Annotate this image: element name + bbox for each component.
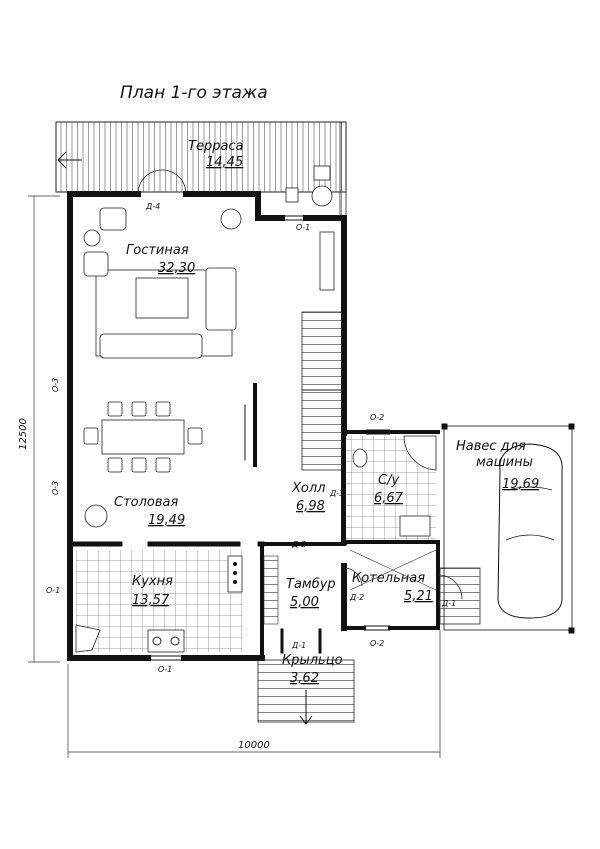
room-name: Котельная [352, 571, 425, 586]
opening-mark-d1a: Д-1 [291, 641, 306, 650]
porch-stairs [257, 567, 481, 725]
opening-marks: Д-4Д-1Д-1Д-2Д-2Д-3О-1О-1О-1О-2О-2О-3О-3 [46, 202, 456, 674]
room-name: Гостиная [126, 243, 189, 258]
room-area: 19,69 [502, 477, 539, 492]
room-area: 14,45 [206, 155, 243, 170]
dining-furniture [83, 401, 203, 528]
kitchen-fixtures [75, 550, 279, 653]
room-area: 5,21 [404, 589, 433, 604]
house-walls [67, 191, 440, 661]
room-area: 3,62 [290, 671, 319, 686]
room-living: Гостиная 32,30 [126, 243, 195, 276]
opening-mark-d1b: Д-1 [441, 599, 456, 608]
opening-mark-d4: Д-4 [145, 202, 160, 211]
room-area: 6,98 [296, 499, 325, 514]
living-furniture [83, 207, 335, 359]
room-name: Терраса [188, 139, 244, 154]
room-area: 5,00 [290, 595, 319, 610]
bathroom-fixtures [346, 435, 437, 591]
room-name: С/у [378, 473, 399, 488]
windows [67, 215, 390, 661]
opening-mark-d2a: Д-2 [291, 540, 306, 549]
room-area: 6,67 [374, 491, 404, 506]
carport [441, 423, 575, 634]
dimension-lines [28, 195, 441, 758]
room-hall: Холл 6,98 [291, 481, 325, 514]
plan-title: План 1-го этажа [120, 83, 268, 103]
staircase [301, 311, 343, 471]
room-area: 13,57 [132, 593, 170, 608]
opening-mark-o2b: О-2 [370, 639, 384, 648]
room-porch: Крыльцо 3,62 [282, 653, 343, 686]
opening-mark-d2b: Д-2 [349, 593, 364, 602]
room-boiler-room: Котельная 5,21 [352, 571, 433, 604]
room-name: Кухня [132, 574, 173, 589]
opening-mark-o1bottom: О-1 [158, 665, 172, 674]
room-area: 32,30 [158, 261, 195, 276]
opening-mark-o2a: О-2 [370, 413, 384, 422]
opening-mark-o1top: О-1 [296, 223, 310, 232]
opening-mark-d3: Д-3 [329, 489, 344, 498]
opening-mark-o3b: О-3 [51, 481, 60, 495]
width-dimension: 10000 [238, 740, 270, 751]
room-name: Крыльцо [282, 653, 343, 668]
room-name: Тамбур [286, 577, 336, 592]
room-kitchen: Кухня 13,57 [132, 574, 173, 608]
opening-mark-o1left: О-1 [46, 586, 60, 595]
room-bathroom: С/у 6,67 [374, 473, 404, 506]
room-name: Холл [291, 481, 325, 496]
room-area: 19,49 [148, 513, 185, 528]
room-name: Столовая [114, 495, 178, 510]
terrace-area [55, 121, 347, 219]
opening-mark-o3a: О-3 [51, 378, 60, 392]
room-dining: Столовая 19,49 [114, 495, 185, 528]
room-vestibule: Тамбур 5,00 [286, 577, 336, 610]
height-dimension: 12500 [18, 418, 29, 450]
